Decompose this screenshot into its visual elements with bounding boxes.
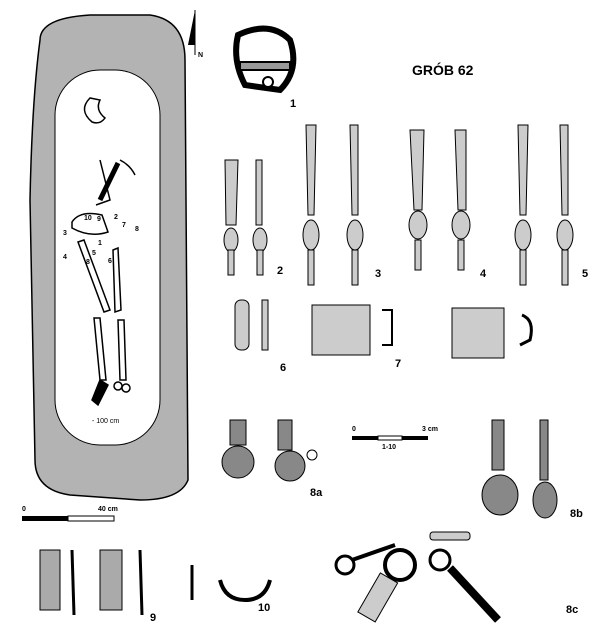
grave-inner: [54, 69, 161, 446]
marker: 1: [98, 240, 102, 247]
artifact-scale-start: 0: [352, 426, 356, 433]
artifact-label: 8b: [570, 508, 583, 520]
artifact-label: 1: [290, 98, 297, 110]
marker: 8: [86, 259, 90, 266]
artifact-label: 4: [480, 268, 487, 280]
marker: 6: [108, 258, 112, 265]
artifact-plates: [39, 549, 272, 616]
depth-label: - 100 cm: [92, 418, 120, 425]
artifact-bells: [221, 419, 558, 519]
north-label: N: [198, 52, 204, 59]
artifact-keys: [334, 531, 501, 623]
grave-title: GRÓB 62: [412, 62, 474, 78]
artifact-label: 3: [375, 268, 382, 280]
marker: 4: [63, 254, 67, 261]
marker: 8: [135, 226, 139, 233]
marker: 5: [92, 250, 96, 257]
plan-scale-end: 40 cm: [98, 506, 118, 513]
artifact-fittings: [234, 299, 533, 359]
artifact-label: 8a: [310, 487, 323, 499]
artifact-knives: [223, 124, 574, 286]
artifact-scale-bar: [352, 435, 428, 441]
artifact-label: 9: [150, 612, 157, 624]
plan-scale-bar: [22, 515, 115, 522]
artifact-label: 10: [258, 602, 271, 614]
artifact-scale-end: 3 cm: [422, 426, 438, 433]
artifact-scale-ratio: 1-10: [382, 444, 397, 451]
marker: 10: [84, 215, 92, 222]
artifact-buckle: [233, 25, 297, 94]
north-arrow-icon: [188, 10, 196, 55]
artifact-label: 2: [277, 265, 284, 277]
skeleton: [71, 97, 136, 407]
artifact-label: 7: [395, 358, 402, 370]
plan-scale-start: 0: [22, 506, 26, 513]
artifact-label: 6: [280, 362, 287, 374]
marker: 9: [97, 216, 101, 223]
artifact-label: 5: [582, 268, 589, 280]
marker: 3: [63, 230, 67, 237]
marker: 7: [122, 222, 126, 229]
artifact-label: 8c: [566, 604, 579, 616]
marker: 2: [114, 214, 118, 221]
